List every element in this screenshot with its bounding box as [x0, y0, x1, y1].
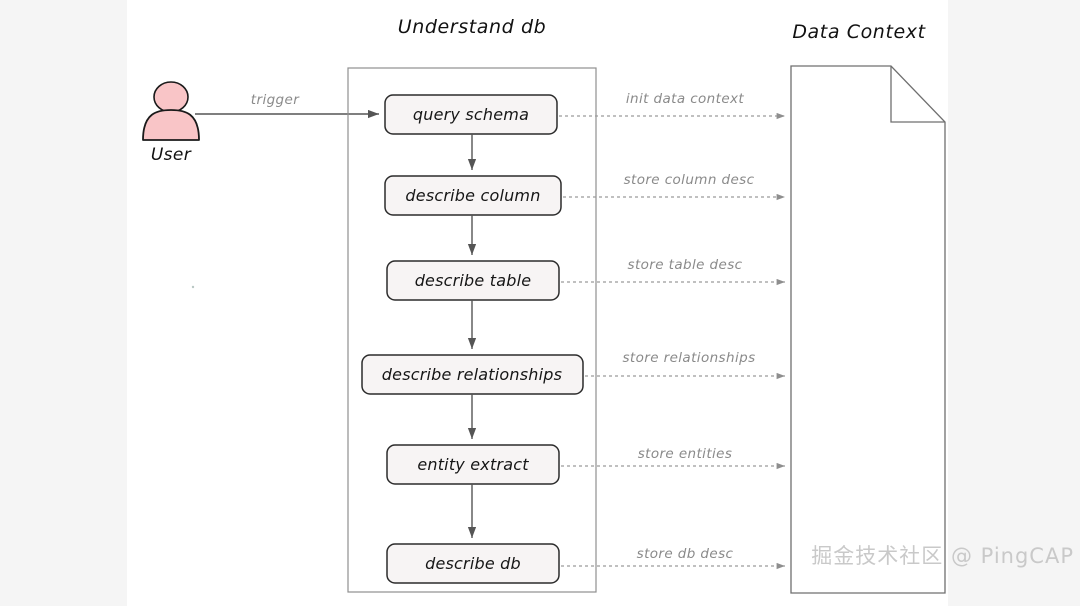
trigger-label: trigger	[251, 92, 300, 108]
node-label: describe table	[415, 271, 532, 290]
actor-label: User	[151, 145, 192, 165]
store-edge-store-column-desc: store column desc	[563, 172, 785, 201]
node-describe-db[interactable]: describe db	[386, 543, 560, 584]
node-label: describe relationships	[382, 365, 562, 384]
store-edge-label: store entities	[638, 446, 733, 462]
store-edge-label: store table desc	[628, 257, 743, 273]
data-context-title: Data Context	[792, 21, 926, 43]
understand-db-container	[347, 67, 597, 593]
flow-diagram: User trigger Understand db Data Context …	[142, 16, 946, 594]
user-actor-icon	[142, 81, 200, 141]
node-query-schema[interactable]: query schema	[384, 94, 558, 135]
store-edge-store-entities: store entities	[561, 446, 785, 470]
understand-db-title: Understand db	[398, 16, 547, 38]
store-edge-label: init data context	[626, 91, 745, 107]
node-label: query schema	[413, 105, 529, 124]
node-describe-relationships[interactable]: describe relationships	[361, 354, 584, 395]
store-edge-label: store column desc	[624, 172, 755, 188]
data-context-document	[790, 65, 946, 594]
diagram-canvas: User trigger Understand db Data Context …	[127, 0, 948, 606]
node-describe-table[interactable]: describe table	[386, 260, 560, 301]
store-edge-label: store db desc	[637, 546, 734, 562]
store-edge-label: store relationships	[622, 350, 755, 366]
stray-mark	[191, 285, 195, 289]
store-edge-init-data-context: init data context	[559, 91, 785, 120]
store-edge-store-relationships: store relationships	[585, 350, 785, 380]
node-entity-extract[interactable]: entity extract	[386, 444, 560, 485]
store-edge-store-db-desc: store db desc	[561, 546, 785, 570]
node-label: entity extract	[417, 455, 529, 474]
node-label: describe db	[425, 554, 521, 573]
store-edge-store-table-desc: store table desc	[561, 257, 785, 286]
node-describe-column[interactable]: describe column	[384, 175, 562, 216]
node-label: describe column	[405, 186, 540, 205]
